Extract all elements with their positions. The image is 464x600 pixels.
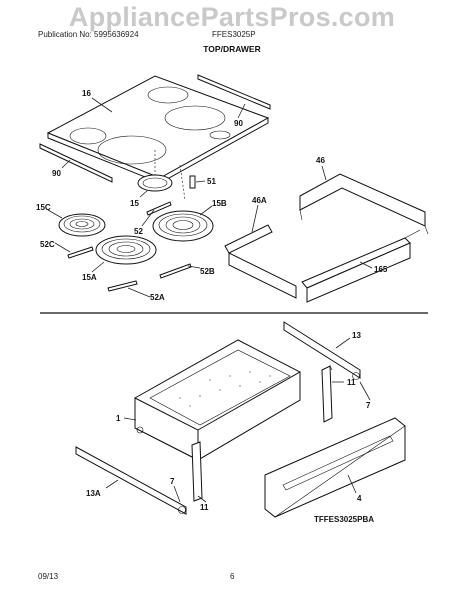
limit-switch [189,175,196,189]
frame-front-165 [301,229,421,303]
bracket-11-left [191,441,203,502]
callout-51: 51 [207,177,216,186]
footer-date: 09/13 [38,572,59,581]
bracket-11-right [321,365,333,423]
callout-11-right: 11 [347,378,356,387]
slide-rail-13 [283,321,361,380]
callout-7-left: 7 [170,477,175,486]
callout-11-left: 11 [200,503,209,512]
callout-52A: 52A [150,293,165,302]
watermark: AppliancePartsPros.com [68,2,396,32]
footer-page: 6 [230,572,235,581]
element-15 [137,174,173,192]
callout-13A: 13A [86,489,101,498]
callout-4: 4 [357,494,362,503]
callout-15: 15 [130,199,139,208]
callout-15C: 15C [36,203,51,212]
drawer-front-panel [264,417,406,518]
callout-52: 52 [134,227,143,236]
frame-rear-46 [299,173,429,235]
callout-165: 165 [374,265,388,274]
element-15A [95,235,157,265]
callout-90-rear: 90 [234,119,243,128]
element-15B [152,210,214,242]
element-15C [58,213,106,237]
wire-leads [67,201,192,292]
callout-52B: 52B [200,267,215,276]
cooktop-glass [46,75,270,184]
callout-90-front: 90 [52,169,61,178]
callout-1: 1 [116,414,121,423]
trim-strip-rear [197,74,271,110]
callout-46: 46 [316,156,325,165]
slide-rail-13A [75,446,187,515]
drawer-body [134,339,301,461]
callout-15A: 15A [82,273,97,282]
trim-strip-front [39,143,113,183]
callout-7-right: 7 [366,401,371,410]
callout-52C: 52C [40,240,55,249]
callout-46A: 46A [252,196,267,205]
model-number: FFES3025P [212,30,256,39]
callout-15B: 15B [212,199,227,208]
publication-number: Publication No: 5995636924 [38,30,139,39]
diagram-code: TFFES3025PBA [314,515,374,524]
frame-side-46A [224,224,297,299]
callout-16: 16 [82,89,91,98]
callout-13: 13 [352,331,361,340]
section-title: TOP/DRAWER [203,44,261,54]
